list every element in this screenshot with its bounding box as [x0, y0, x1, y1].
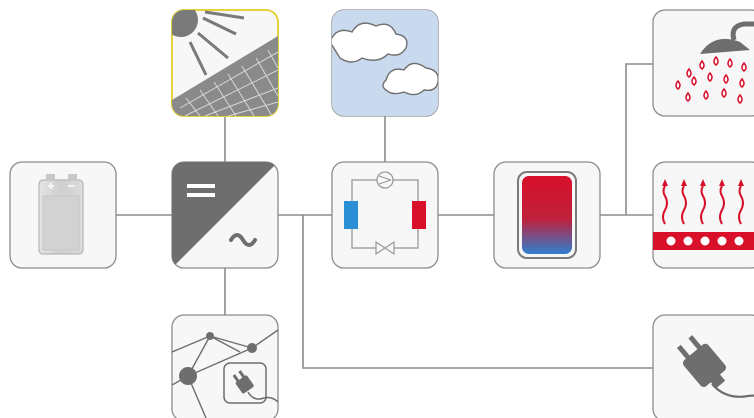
hot-water-tank-icon	[517, 171, 577, 259]
heat-pump-circuit-icon	[344, 171, 426, 256]
storage-tank-tile	[493, 161, 601, 269]
battery-icon	[38, 174, 84, 255]
network-plug-icon	[172, 329, 278, 418]
inverter-tile	[171, 161, 279, 269]
power-plug-icon	[676, 335, 754, 403]
floor-heating-icon	[653, 179, 754, 250]
household-load-tile	[652, 314, 754, 418]
grid-network-tile	[171, 314, 279, 418]
inverter-dc-ac-icon	[172, 162, 278, 268]
battery-tile	[9, 161, 117, 269]
outdoor-air-tile	[331, 9, 439, 117]
floor-heating-tile	[652, 161, 754, 269]
hot-water-tile	[652, 9, 754, 117]
heat-pump-tile	[331, 161, 439, 269]
solar-panel-sun-icon	[172, 10, 278, 116]
shower-icon	[675, 21, 754, 104]
connection-lines	[116, 63, 653, 369]
clouds-sky-icon	[332, 10, 438, 116]
pv-tile	[171, 9, 279, 117]
